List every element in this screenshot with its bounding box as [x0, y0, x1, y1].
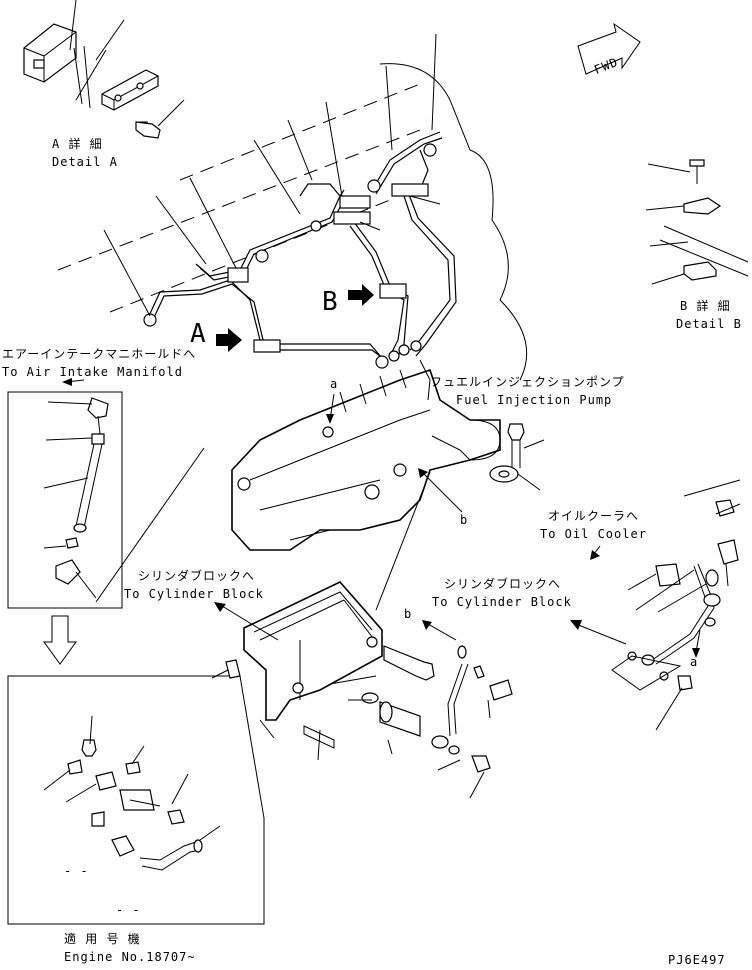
- applicable-label-en: Engine No.18707~: [64, 950, 196, 964]
- detail-a-drawing: [23, 0, 185, 139]
- cyl-block-right-en: To Cylinder Block: [432, 595, 572, 609]
- cyl-block-left-jp: シリンダブロックへ: [138, 568, 255, 583]
- inset-dash-2: - -: [116, 903, 141, 917]
- support-bracket: [211, 471, 435, 761]
- cyl-block-left-en: To Cylinder Block: [124, 587, 264, 601]
- marker-b-big: B: [322, 287, 338, 317]
- fuel-pipes: [103, 33, 457, 369]
- marker-a-right: a: [690, 655, 698, 669]
- arrow-a-icon: [216, 328, 242, 352]
- air-intake-inset: [7, 391, 123, 609]
- marker-a-big: A: [190, 319, 206, 349]
- fuel-pump-label-en: Fuel Injection Pump: [456, 393, 612, 407]
- fwd-label: FWD: [592, 55, 620, 77]
- air-intake-label-jp: エアーインテークマニホールドへ: [2, 347, 196, 361]
- fuel-injection-pump: [95, 359, 501, 603]
- oil-cooler-parts: [611, 479, 741, 731]
- small-hose-parts: [431, 645, 513, 799]
- part-code: PJ6E497: [668, 953, 726, 966]
- detail-b-label-jp: B 詳 細: [680, 298, 731, 313]
- arrow-b-icon: [348, 284, 374, 306]
- engine-outline: [57, 63, 528, 381]
- fuel-pump-label-jp: フュエルインジェクションポンプ: [430, 375, 625, 389]
- marker-a-top: a: [330, 377, 338, 391]
- detail-a-label-en: Detail A: [52, 155, 118, 169]
- inset-dash-1: - -: [64, 864, 89, 878]
- oil-cooler-label-jp: オイルクーラへ: [548, 509, 639, 523]
- pump-bolt: [489, 423, 545, 491]
- air-intake-label-en: To Air Intake Manifold: [2, 365, 183, 379]
- detail-b-drawing: [645, 159, 749, 285]
- fwd-arrow-icon: [577, 22, 641, 75]
- detail-b-label-en: Detail B: [676, 317, 742, 331]
- engine-no-inset: [7, 675, 265, 925]
- marker-b-mid: b: [460, 513, 468, 527]
- detail-a-label-jp: A 詳 細: [52, 136, 103, 151]
- down-arrow-icon: [43, 615, 77, 665]
- marker-b-low: b: [404, 607, 412, 621]
- oil-cooler-label-en: To Oil Cooler: [540, 527, 647, 541]
- applicable-label-jp: 適 用 号 機: [64, 931, 141, 946]
- cyl-block-right-jp: シリンダブロックへ: [444, 576, 561, 591]
